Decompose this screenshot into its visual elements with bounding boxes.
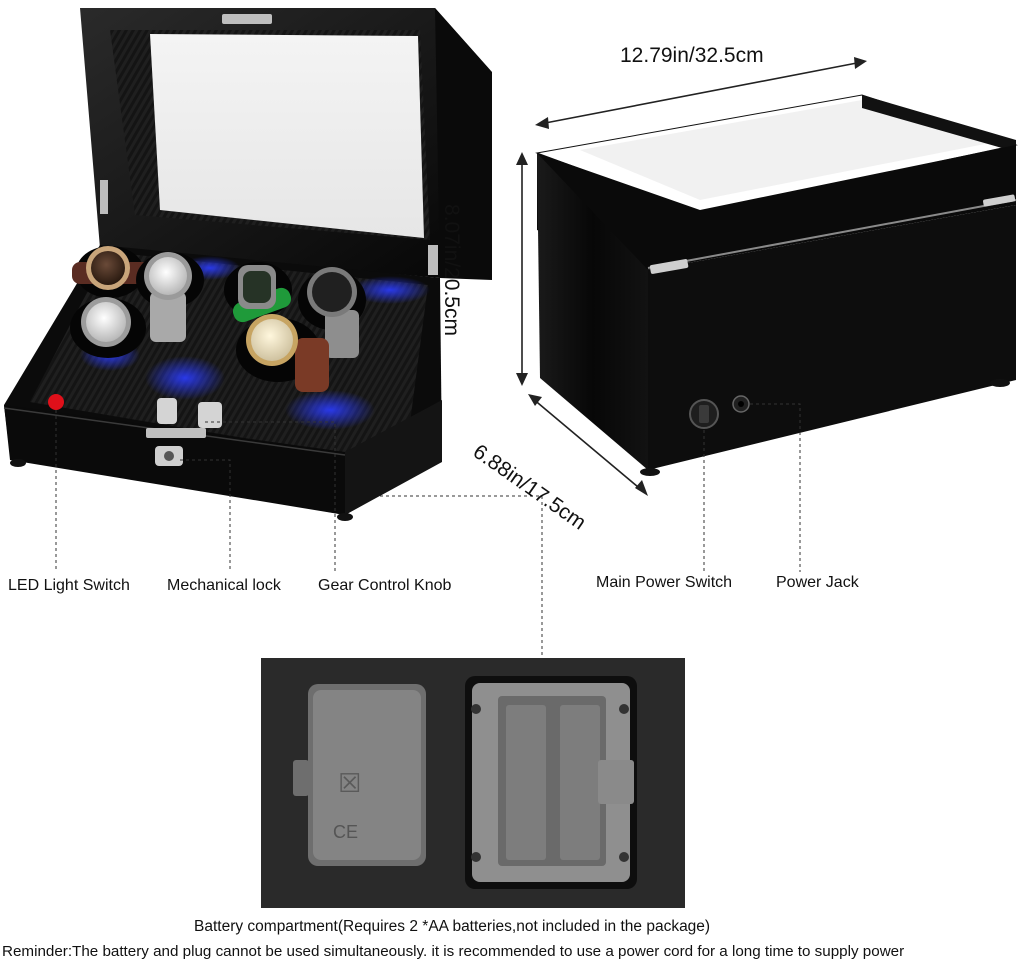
mechanical-lock-label: Mechanical lock: [167, 577, 281, 594]
callout-lines: [55, 403, 801, 680]
dimension-arrows: [516, 57, 867, 496]
svg-text:☒: ☒: [338, 769, 361, 799]
open-winder: [3, 8, 492, 521]
height-dimension: 8.07in/20.5cm: [439, 204, 463, 336]
gear-control-knob-label: Gear Control Knob: [318, 577, 452, 594]
battery-caption: Battery compartment(Requires 2 *AA batte…: [194, 918, 711, 935]
power-jack-label: Power Jack: [776, 574, 859, 591]
closed-winder: [535, 94, 1018, 476]
main-power-switch-label: Main Power Switch: [596, 574, 733, 591]
width-dimension: 12.79in/32.5cm: [620, 44, 764, 67]
reminder-caption: Reminder:The battery and plug cannot be …: [2, 943, 905, 960]
led-light-switch-label: LED Light Switch: [8, 577, 130, 594]
battery-photo: ☒ CE: [261, 658, 685, 908]
svg-text:CE: CE: [333, 822, 358, 842]
